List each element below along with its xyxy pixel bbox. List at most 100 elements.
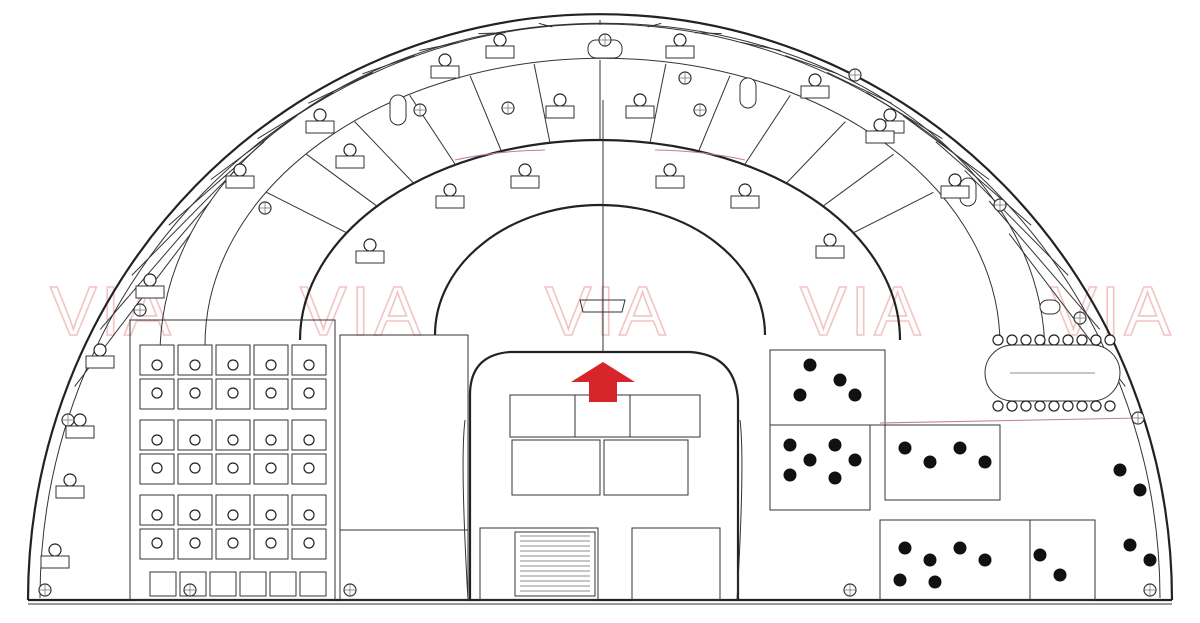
office-chair <box>823 233 837 247</box>
office-desk <box>655 175 685 189</box>
partition-outer <box>257 92 334 140</box>
outer-arc <box>26 12 1174 601</box>
black-chair <box>893 573 907 587</box>
office-desk <box>40 555 70 569</box>
cubicle-cluster-left <box>139 344 327 597</box>
partition-outer <box>362 55 416 75</box>
office-desk <box>135 285 165 299</box>
cubicle-desk-bottom <box>149 571 177 597</box>
cubicle-chair <box>151 462 163 474</box>
right-chairs <box>783 358 1157 589</box>
office-chair <box>493 33 507 47</box>
cubicle-desk-bottom <box>209 571 237 597</box>
conference-chairs <box>992 334 1116 412</box>
office-chair <box>438 53 452 67</box>
office-desk <box>65 425 95 439</box>
black-chair <box>848 453 862 467</box>
core-right-curve <box>736 419 743 601</box>
partition-outer <box>784 55 838 75</box>
office-desk <box>625 105 655 119</box>
left-office-block <box>339 334 469 531</box>
partition-inner <box>266 191 347 234</box>
watermark-4: VIA <box>800 272 925 350</box>
cubicle-chair <box>227 387 239 399</box>
cubicle-chair <box>265 462 277 474</box>
black-chair <box>923 553 937 567</box>
office-desk <box>85 355 115 369</box>
partition-outer <box>99 200 212 330</box>
cubicle-chair <box>227 462 239 474</box>
cubicle-chair <box>265 509 277 521</box>
office-chair <box>73 413 87 427</box>
partition-outer <box>308 71 374 104</box>
conference-chair <box>1090 334 1102 346</box>
conference-chair <box>1062 334 1074 346</box>
conference-chair <box>1034 334 1046 346</box>
conference-chair <box>1062 400 1074 412</box>
partition-inner <box>744 94 791 166</box>
cubicle-chair <box>303 434 315 446</box>
cubicle-chair <box>151 537 163 549</box>
office-chair <box>313 108 327 122</box>
black-chair <box>978 553 992 567</box>
watermark-2: VIA <box>300 272 425 350</box>
conference-chair <box>1006 400 1018 412</box>
conference-chair <box>1076 400 1088 412</box>
black-chair <box>953 541 967 555</box>
stair-left-inner <box>514 531 596 597</box>
office-desk <box>545 105 575 119</box>
partition-outer <box>538 22 553 28</box>
conference-room <box>984 344 1121 402</box>
watermark-left: VIA <box>50 272 175 350</box>
office-desk <box>510 175 540 189</box>
meeting-table <box>1039 299 1061 315</box>
office-chair <box>233 163 247 177</box>
black-chair <box>848 388 862 402</box>
office-desk <box>55 485 85 499</box>
black-chair <box>793 388 807 402</box>
restroom-right <box>603 439 689 496</box>
conference-chair <box>1090 400 1102 412</box>
black-chair <box>1053 568 1067 582</box>
office-desk <box>800 85 830 99</box>
black-chair <box>783 438 797 452</box>
office-chair <box>883 108 897 122</box>
entrance-arrow-icon <box>571 362 635 402</box>
office-chair <box>738 183 752 197</box>
office-desk <box>430 65 460 79</box>
office-desk <box>305 120 335 134</box>
cubicle-desk <box>215 453 251 485</box>
central-core <box>462 100 743 601</box>
left-storage <box>339 529 469 601</box>
black-chair <box>828 438 842 452</box>
partition-inner <box>822 153 894 207</box>
office-chair <box>48 543 62 557</box>
conference-chair <box>1034 400 1046 412</box>
black-chair <box>828 471 842 485</box>
cubicle-chair <box>265 359 277 371</box>
partition-outer <box>647 22 662 28</box>
office-desk <box>485 45 515 59</box>
conference-chair <box>1076 334 1088 346</box>
conference-chair <box>1020 334 1032 346</box>
office-chair <box>808 73 822 87</box>
office-desk <box>865 130 895 144</box>
office-desk <box>730 195 760 209</box>
office-chair <box>673 33 687 47</box>
cubicle-chair <box>265 537 277 549</box>
cubicle-chair <box>151 359 163 371</box>
black-chair <box>1133 483 1147 497</box>
cubicle-chair <box>189 509 201 521</box>
cubicle-desk-bottom <box>269 571 297 597</box>
partition-outer <box>168 141 265 226</box>
office-desk <box>940 185 970 199</box>
black-chair <box>1033 548 1047 562</box>
structural-columns <box>38 33 1157 597</box>
cubicle-chair <box>227 509 239 521</box>
black-chair <box>898 541 912 555</box>
cubicle-chair <box>227 359 239 371</box>
partition-outer <box>131 169 236 276</box>
cubicle-chair <box>265 387 277 399</box>
partition-inner <box>354 121 415 184</box>
